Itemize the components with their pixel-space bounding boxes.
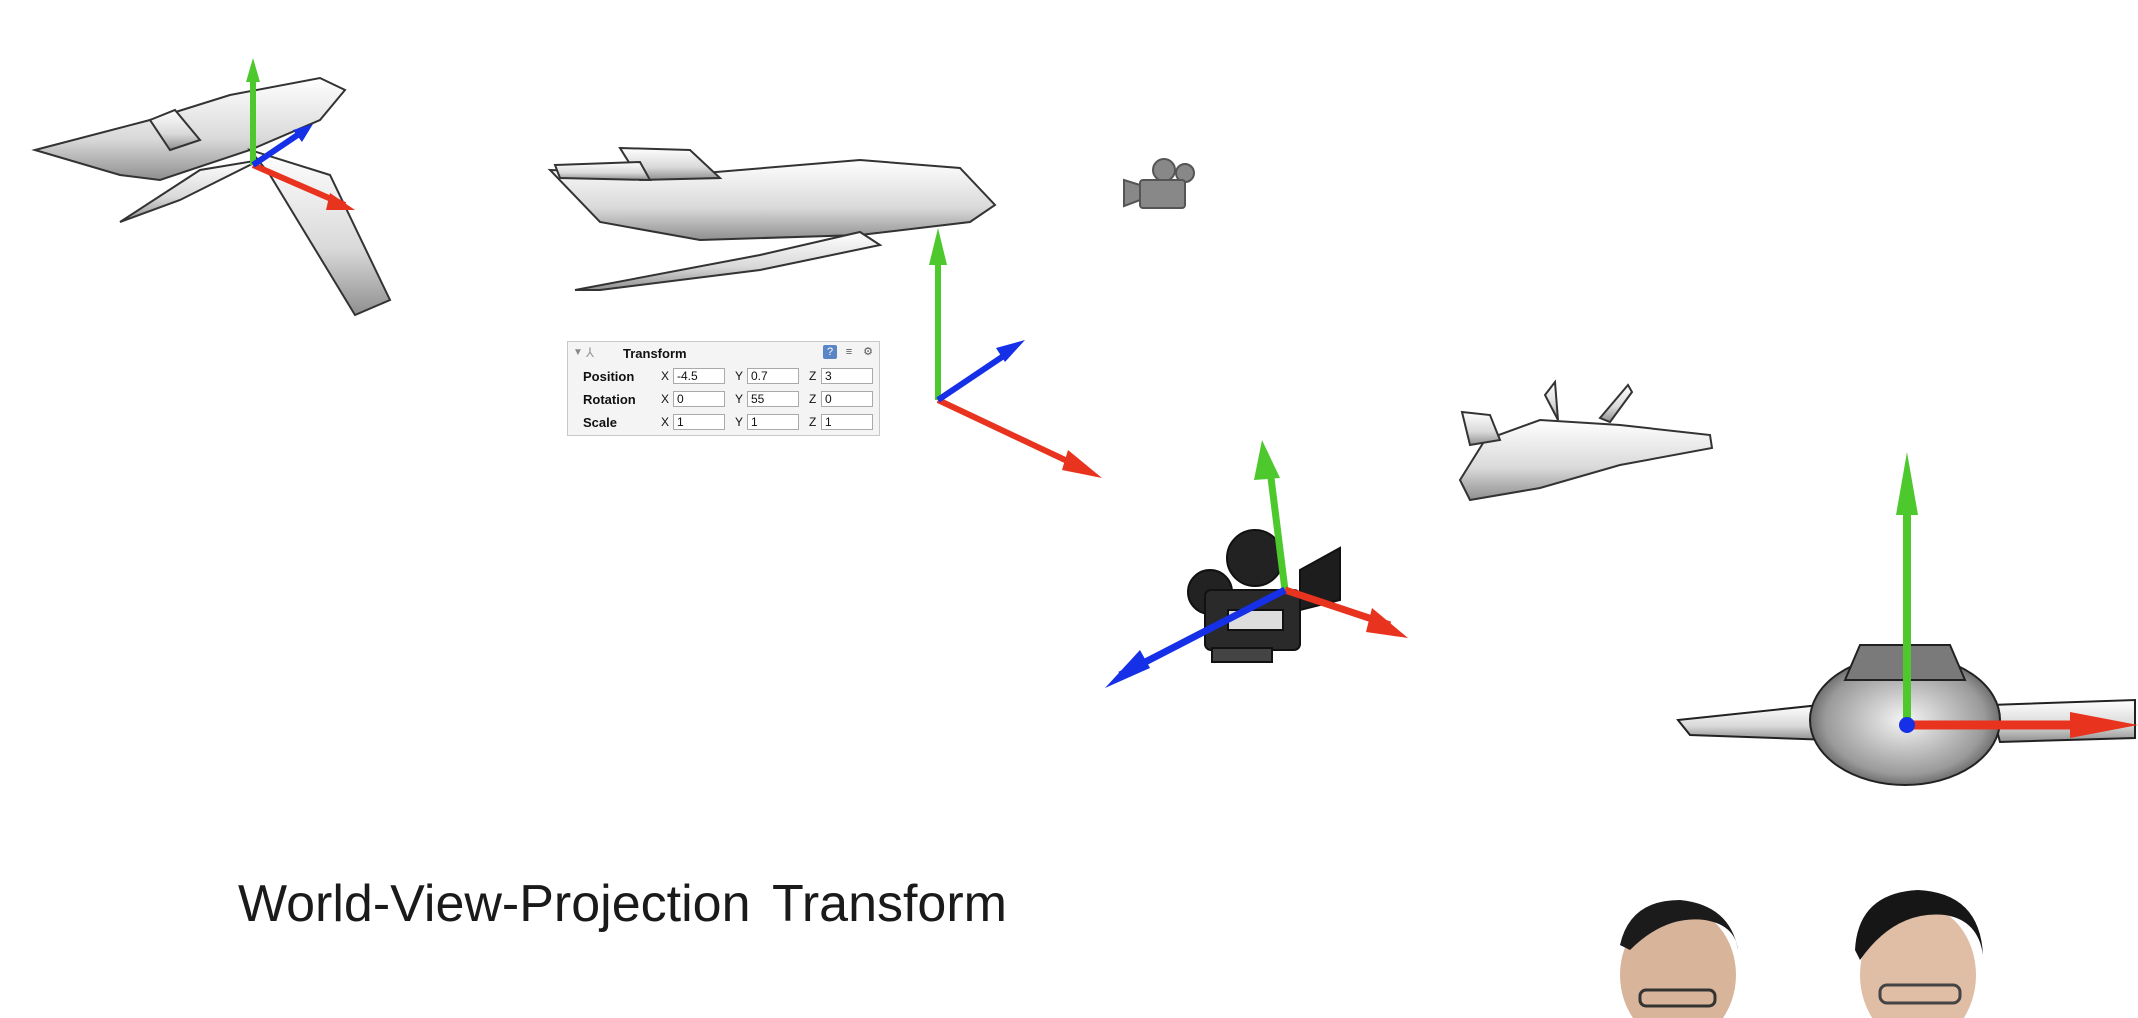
gear-icon[interactable]: ⚙ bbox=[863, 346, 873, 358]
transform-gizmo-4 bbox=[1896, 452, 2138, 738]
position-label: Position bbox=[583, 369, 635, 384]
movie-camera-icon bbox=[1123, 158, 1195, 209]
fold-triangle-icon[interactable]: ▼ bbox=[573, 347, 583, 358]
plane-model-1 bbox=[31, 76, 392, 317]
axis-x-label: X bbox=[661, 369, 670, 383]
position-z-field[interactable]: 3 bbox=[821, 368, 873, 384]
scale-row: Scale X 1 Y 1 Z 1 bbox=[568, 412, 879, 434]
rotation-label: Rotation bbox=[583, 392, 636, 407]
presenter-avatar-left bbox=[1620, 900, 1738, 1018]
axis-x-label: X bbox=[661, 415, 670, 429]
scale-y-field[interactable]: 1 bbox=[747, 414, 799, 430]
plane-model-3 bbox=[1458, 379, 1714, 502]
rotation-z-field[interactable]: 0 bbox=[821, 391, 873, 407]
position-row: Position X -4.5 Y 0.7 Z 3 bbox=[568, 366, 879, 388]
axis-z-label: Z bbox=[809, 369, 817, 383]
axis-z-label: Z bbox=[809, 415, 817, 429]
transform-panel-title: Transform bbox=[623, 346, 687, 361]
scale-z-field[interactable]: 1 bbox=[821, 414, 873, 430]
transform-gizmo-2 bbox=[929, 228, 1102, 478]
movie-camera-model bbox=[1187, 529, 1341, 663]
axis-y-label: Y bbox=[735, 415, 744, 429]
transform-inspector-panel: ▼ ⅄ Transform ? ≡ ⚙ Position X -4.5 Y 0.… bbox=[567, 341, 880, 436]
plane-model-2 bbox=[547, 146, 997, 291]
axes-icon: ⅄ bbox=[586, 345, 594, 360]
rotation-y-field[interactable]: 55 bbox=[747, 391, 799, 407]
preset-icon[interactable]: ≡ bbox=[845, 346, 853, 358]
position-y-field[interactable]: 0.7 bbox=[747, 368, 799, 384]
axis-z-label: Z bbox=[809, 392, 817, 406]
transform-gizmo-camera bbox=[1105, 440, 1408, 688]
help-icon[interactable]: ? bbox=[823, 345, 837, 359]
rotation-row: Rotation X 0 Y 55 Z 0 bbox=[568, 389, 879, 411]
transform-gizmo-1 bbox=[246, 58, 355, 210]
presenter-avatar-right bbox=[1855, 890, 1983, 1018]
axis-y-label: Y bbox=[735, 392, 744, 406]
slide-caption: World-View-Projection Transform bbox=[238, 875, 1007, 933]
rotation-x-field[interactable]: 0 bbox=[673, 391, 725, 407]
transform-panel-header[interactable]: ▼ ⅄ Transform ? ≡ ⚙ bbox=[568, 342, 879, 366]
position-x-field[interactable]: -4.5 bbox=[673, 368, 725, 384]
scale-label: Scale bbox=[583, 415, 617, 430]
axis-x-label: X bbox=[661, 392, 670, 406]
axis-y-label: Y bbox=[735, 369, 744, 383]
scale-x-field[interactable]: 1 bbox=[673, 414, 725, 430]
